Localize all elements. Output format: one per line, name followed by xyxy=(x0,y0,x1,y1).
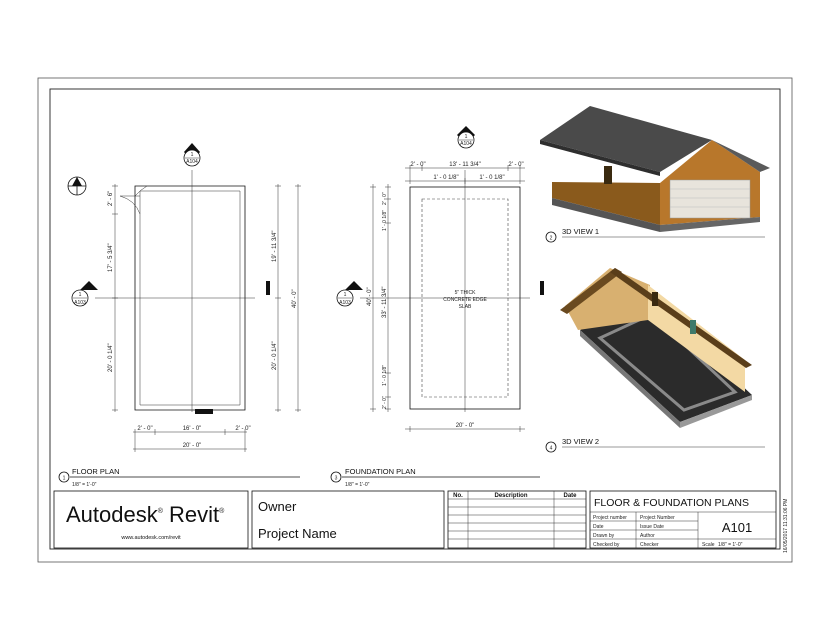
scale-label: Scale xyxy=(702,542,715,548)
slab-note-2: SLAB xyxy=(459,304,472,310)
floor-dim-bottom-0: 2' - 0" xyxy=(137,426,152,432)
svg-text:1: 1 xyxy=(191,152,194,158)
foundation-dim-left-5: 40' - 0" xyxy=(367,287,373,306)
foundation-plan: 5" THICK CONCRETE EDGE SLAB 1 A104 1 A10… xyxy=(330,126,544,488)
rev-header-no: No. xyxy=(453,493,463,499)
slab-note-0: 5" THICK xyxy=(455,290,477,296)
scale-value: 1/8" = 1'-0" xyxy=(718,542,743,548)
3d-view-1-title: 3D VIEW 1 xyxy=(562,227,599,236)
floor-dim-right-2: 40' - 0" xyxy=(292,289,298,308)
title-block: Autodesk® Revit® www.autodesk.com/revit … xyxy=(53,490,789,553)
3d-view-2-title: 3D VIEW 2 xyxy=(562,437,599,446)
sheet-number: A101 xyxy=(722,520,752,535)
floor-dim-right-1: 20' - 0 1/4" xyxy=(272,341,278,370)
svg-text:A103: A103 xyxy=(339,300,351,306)
foundation-dim-top-2: 2' - 0" xyxy=(508,162,523,168)
3d-view-2: 4 3D VIEW 2 xyxy=(545,268,765,453)
floor-plan-bottom-marker xyxy=(195,409,213,414)
foundation-dim-left-3: 1' - 0 1/8" xyxy=(382,365,388,386)
foundation-dim-left-4: 2' - 0" xyxy=(382,396,388,409)
field-value-date: Issue Date xyxy=(640,524,664,530)
foundation-section-tag-top: 1 A104 xyxy=(457,126,475,149)
slab-note-1: CONCRETE EDGE xyxy=(443,297,487,303)
sheet-title: FLOOR & FOUNDATION PLANS xyxy=(594,497,749,509)
foundation-dim-bottom-0: 20' - 0" xyxy=(456,423,475,429)
foundation-dim-top-0: 2' - 0" xyxy=(410,162,425,168)
floor-plan-walls xyxy=(134,185,246,411)
autodesk-logo: Autodesk® Revit® xyxy=(66,502,225,527)
print-timestamp: 16/05/2017 11:31:06 PM xyxy=(783,499,789,553)
svg-text:1: 1 xyxy=(344,292,347,298)
floor-dim-left-0: 2' - 6" xyxy=(108,191,114,206)
field-label-project-number: Project number xyxy=(593,515,627,521)
rev-header-description: Description xyxy=(494,493,527,499)
foundation-dim-left-0: 2' - 0" xyxy=(382,192,388,205)
foundation-dim-top-3: 1' - 0 1/8" xyxy=(433,175,458,181)
floor-section-tag-left: 1 A103 xyxy=(71,281,98,307)
floor-plan-scale: 1/8" = 1'-0" xyxy=(72,482,97,488)
foundation-dim-top-4: 1' - 0 1/8" xyxy=(479,175,504,181)
floor-dim-left-1: 17' - 5 3/4" xyxy=(108,243,114,272)
revision-table: No. Description Date xyxy=(447,490,587,549)
project-name: Project Name xyxy=(258,526,337,541)
field-value-project-number: Project Number xyxy=(640,515,675,521)
field-label-drawn-by: Drawn by xyxy=(593,533,615,539)
svg-text:A104: A104 xyxy=(186,159,198,165)
floor-dim-left-2: 20' - 0 1/4" xyxy=(108,343,114,372)
owner-label: Owner xyxy=(258,499,297,514)
floor-section-tag-top: 1 A104 xyxy=(183,143,201,167)
door-swing xyxy=(134,185,148,197)
field-value-checked-by: Checker xyxy=(640,542,659,548)
svg-text:3: 3 xyxy=(335,476,338,482)
foundation-section-tag-left: 1 A103 xyxy=(336,281,363,307)
logo-url[interactable]: www.autodesk.com/revit xyxy=(120,535,181,541)
floor-dim-bottom-3: 20' - 0" xyxy=(183,443,202,449)
foundation-dim-left-2: 33' - 11 3/4" xyxy=(382,286,388,318)
sheet-inner-border xyxy=(49,88,781,550)
field-value-drawn-by: Author xyxy=(640,533,655,539)
floor-dim-bottom-2: 2' - 0" xyxy=(235,426,250,432)
svg-text:2: 2 xyxy=(550,236,553,242)
field-label-date: Date xyxy=(593,524,604,530)
svg-text:1: 1 xyxy=(465,134,468,140)
svg-text:A104: A104 xyxy=(460,141,472,147)
foundation-plan-title: FOUNDATION PLAN xyxy=(345,467,416,476)
floor-plan-title: FLOOR PLAN xyxy=(72,467,120,476)
floor-dim-bottom-1: 16' - 0" xyxy=(183,426,202,432)
floor-dim-right-0: 19' - 11 3/4" xyxy=(272,230,278,262)
svg-text:4: 4 xyxy=(550,446,553,452)
field-label-checked-by: Checked by xyxy=(593,542,620,548)
svg-text:A103: A103 xyxy=(74,300,86,306)
foundation-dim-left-1: 1' - 0 1/8" xyxy=(382,210,388,231)
svg-text:1: 1 xyxy=(63,476,66,482)
svg-text:1: 1 xyxy=(79,292,82,298)
north-arrow-icon xyxy=(67,176,87,196)
3d-view-1: 2 3D VIEW 1 xyxy=(540,106,770,243)
foundation-plan-scale: 1/8" = 1'-0" xyxy=(345,482,370,488)
foundation-dim-top-1: 13' - 11 3/4" xyxy=(449,162,481,168)
rev-header-date: Date xyxy=(563,493,577,499)
floor-plan: 1 A104 1 A103 2' - 6" 17' - 5 3/4" 20' -… xyxy=(58,143,301,488)
